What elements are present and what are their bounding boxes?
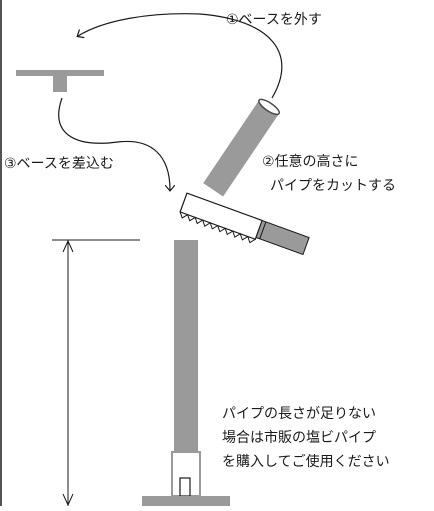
step2-label-line1: ②任意の高さに xyxy=(262,153,359,170)
step1-label: ①ベースを外す xyxy=(226,12,322,28)
dimension-arrow-down xyxy=(62,493,74,507)
saw-handle xyxy=(255,219,310,256)
base-plate xyxy=(16,70,104,76)
saw-handle-ring xyxy=(259,221,267,239)
socket-slot xyxy=(179,477,191,497)
base-plug xyxy=(53,76,67,92)
detached-base xyxy=(16,70,104,92)
note-line2: 場合は市販の塩ビパイプ xyxy=(222,429,376,446)
note-line1: パイプの長さが足りない xyxy=(222,406,376,422)
saw-blade xyxy=(179,192,263,241)
saw xyxy=(179,192,310,256)
cut-pipe-opening xyxy=(258,98,281,116)
step2-label-line2: パイプをカットする xyxy=(270,178,396,194)
saw-teeth xyxy=(179,211,256,244)
note-line3: を購入してご使用ください xyxy=(222,453,390,470)
pipe-body xyxy=(174,240,198,452)
cut-pipe-segment xyxy=(203,98,281,197)
standing-pipe xyxy=(142,240,230,506)
insert-base-arrow xyxy=(58,97,170,190)
height-dimension xyxy=(52,239,140,507)
dimension-arrow-up xyxy=(62,239,74,253)
cut-pipe-body xyxy=(203,100,280,197)
ground-base xyxy=(142,496,230,506)
remove-base-arrow xyxy=(78,13,283,99)
step3-label: ③ベースを差込む xyxy=(4,156,114,172)
